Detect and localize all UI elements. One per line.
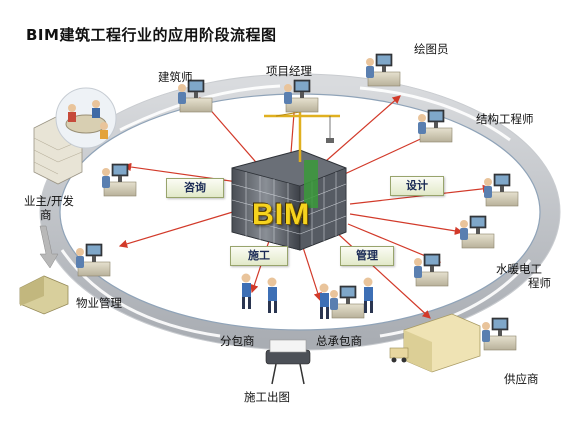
factory-illustration (389, 313, 481, 373)
engineer-workstation-right (483, 173, 519, 207)
role-subcontractor: 分包商 (220, 334, 255, 348)
contractor-workstation (329, 285, 365, 319)
role-architect: 建筑师 (158, 70, 193, 84)
plotter-illustration (265, 339, 311, 385)
bim-center-label: BIM (252, 198, 310, 231)
ring-flow-arrow (359, 86, 511, 142)
ring-flow-arrow (60, 249, 221, 338)
diagram-title: BIM建筑工程行业的应用阶段流程图 (26, 26, 277, 44)
role-drafter: 绘图员 (414, 42, 449, 56)
bim-building (231, 111, 347, 251)
owner-to-property-arrow (39, 225, 59, 269)
role-general-contractor: 总承包商 (316, 334, 362, 348)
property-workstation (75, 243, 111, 277)
warehouse-illustration (19, 275, 69, 315)
mep-engineer-workstation (413, 253, 449, 287)
role-structural-engineer: 结构工程师 (476, 112, 534, 126)
role-supplier: 供应商 (504, 372, 539, 386)
meeting-illustration (55, 87, 117, 149)
phase-consult: 咨询 (166, 178, 224, 198)
workers-illustration (241, 273, 373, 319)
role-mep-engineer-line1: 水暖电工 (496, 262, 542, 276)
phase-construct: 施工 (230, 246, 288, 266)
phase-manage: 管理 (340, 246, 394, 266)
role-owner-line2: 商 (40, 208, 52, 222)
ring-flow-arrow (379, 259, 532, 338)
supplier-workstation (481, 317, 517, 351)
role-construction-drawing: 施工出图 (244, 390, 290, 404)
drafter-workstation (365, 53, 401, 87)
role-owner-line1: 业主/开发 (24, 194, 74, 208)
engineer-workstation-right-lower (459, 215, 495, 249)
role-project-manager: 项目经理 (266, 64, 312, 78)
role-property-management: 物业管理 (76, 296, 122, 310)
role-mep-engineer-line2: 程师 (528, 276, 551, 290)
phase-design: 设计 (390, 176, 444, 196)
owner-workstation (101, 163, 137, 197)
